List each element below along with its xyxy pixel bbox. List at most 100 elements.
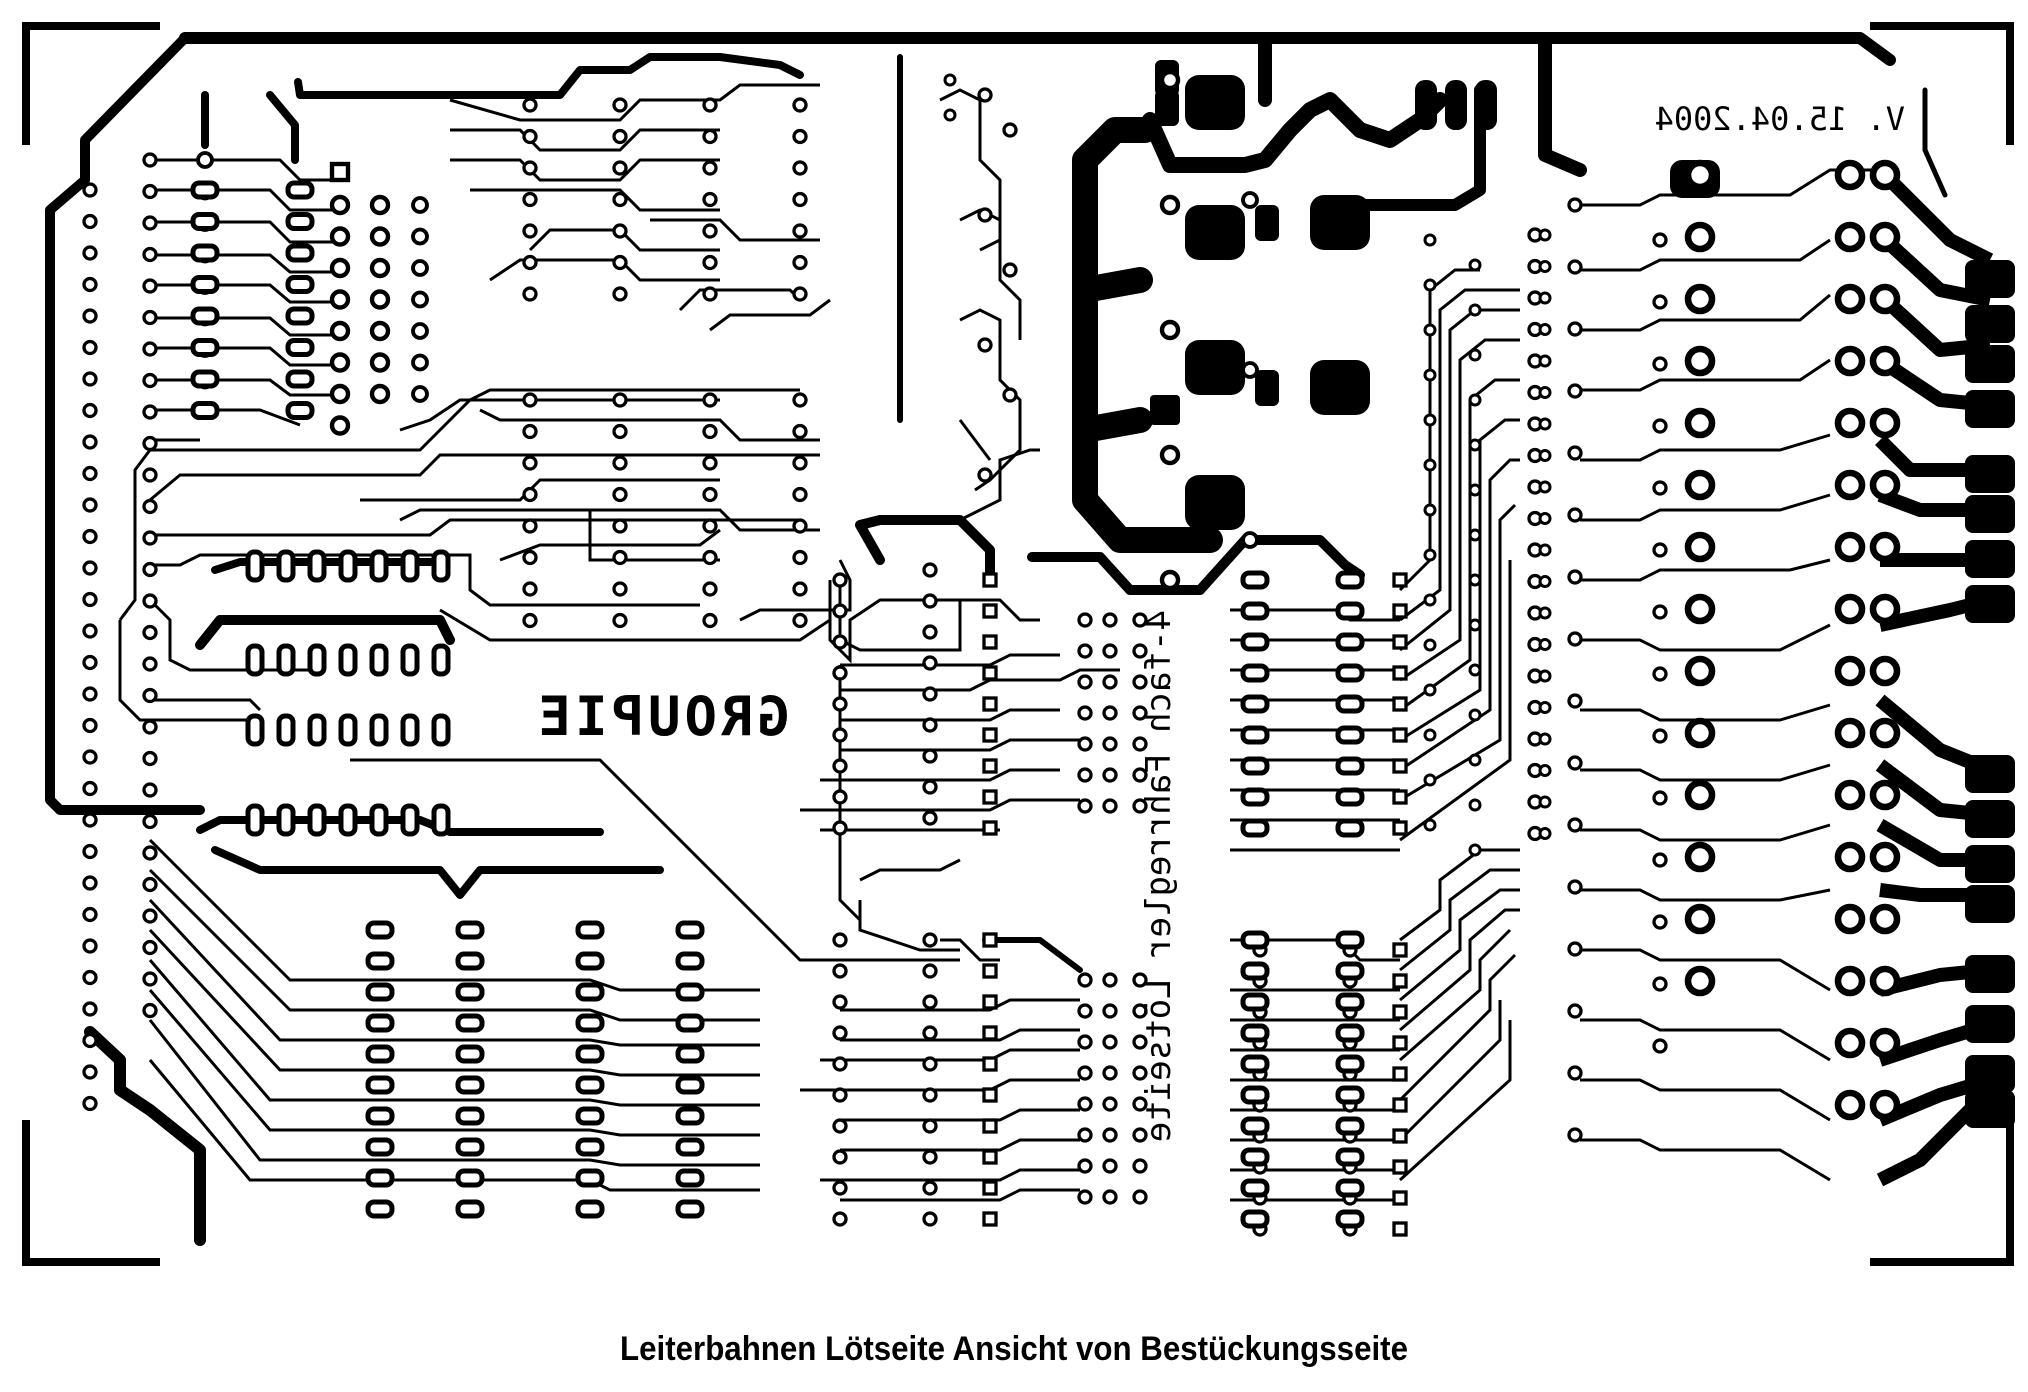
pad	[1869, 593, 1901, 625]
pad	[1652, 542, 1668, 558]
pad	[1869, 345, 1901, 377]
pad	[1132, 1189, 1148, 1205]
smd-pad	[1335, 601, 1365, 621]
pad	[82, 1064, 98, 1080]
smd-pad	[365, 982, 395, 1002]
pad	[1684, 593, 1716, 625]
smd-pad	[455, 1044, 485, 1064]
pad	[832, 1056, 848, 1072]
pad	[142, 278, 158, 294]
smd-pad	[1240, 756, 1270, 776]
smd-pad	[1240, 1178, 1270, 1198]
pad	[1684, 655, 1716, 687]
pad	[1834, 1027, 1866, 1059]
pad	[329, 415, 351, 436]
smd-pad	[675, 1168, 705, 1188]
pad	[1684, 221, 1716, 253]
pad	[1684, 965, 1716, 997]
ic-pad	[276, 713, 296, 747]
pad	[792, 392, 808, 408]
pad	[922, 1118, 938, 1134]
svg-text:GROUPIE: GROUPIE	[534, 685, 790, 748]
pad	[832, 696, 848, 712]
smd-pad	[1335, 756, 1365, 776]
board-title-label: 4-fach Fahrregler Lötseite	[1139, 610, 1179, 1142]
pad	[792, 128, 808, 145]
pad	[142, 404, 158, 420]
pad	[1002, 387, 1018, 403]
pad	[1538, 575, 1552, 588]
smd-pad	[1335, 1085, 1365, 1105]
pad	[142, 813, 158, 830]
pad	[1468, 483, 1482, 497]
pad	[1392, 727, 1408, 743]
ic-pad	[431, 803, 451, 837]
pad	[1392, 942, 1408, 958]
pad	[792, 486, 808, 503]
pad	[832, 1118, 848, 1134]
pad	[1102, 1189, 1118, 1205]
pad	[792, 97, 808, 113]
pad	[612, 160, 628, 176]
pad	[612, 191, 628, 208]
pad	[612, 581, 628, 597]
pad	[1423, 683, 1437, 697]
pad	[522, 286, 538, 302]
pad	[1392, 665, 1408, 681]
pad	[196, 151, 214, 169]
smd-pad	[1240, 1054, 1270, 1074]
pad	[1132, 1096, 1148, 1112]
pad	[329, 289, 351, 310]
pad	[1834, 779, 1866, 811]
pad	[1684, 469, 1716, 501]
pad	[1077, 767, 1093, 783]
ic-pad	[431, 549, 451, 583]
pad	[522, 518, 538, 534]
smd-pad	[1240, 601, 1270, 621]
pad	[612, 286, 628, 302]
pad	[1567, 383, 1583, 399]
pad	[1869, 469, 1901, 501]
smd-pad	[675, 982, 705, 1002]
pad	[1834, 345, 1866, 377]
pad	[1102, 767, 1118, 783]
version-label: V. 15.04.2004	[1655, 100, 1905, 138]
smd-pad	[1240, 1023, 1270, 1043]
pad	[142, 908, 158, 924]
pad	[522, 254, 538, 271]
pad	[1132, 1127, 1148, 1143]
pad	[1684, 717, 1716, 749]
pad	[792, 423, 808, 440]
pad	[522, 97, 538, 113]
pad	[702, 581, 718, 597]
smd-pad	[365, 1199, 395, 1219]
pad	[1652, 604, 1668, 620]
pad	[1132, 736, 1148, 752]
pad	[982, 963, 998, 979]
pad	[522, 160, 538, 176]
pad	[943, 73, 957, 87]
pad	[329, 383, 351, 405]
pad	[1869, 965, 1901, 997]
pad	[612, 223, 628, 239]
pad	[792, 254, 808, 271]
ic-pad	[369, 643, 389, 677]
pad	[142, 498, 158, 515]
smd-pad	[1240, 570, 1270, 590]
pad	[1241, 191, 1259, 209]
smd-pad	[575, 1199, 605, 1219]
smd-pad	[575, 1075, 605, 1095]
pad	[1869, 531, 1901, 563]
pad	[1538, 323, 1552, 336]
smd-pad	[1335, 961, 1365, 981]
pad	[832, 1149, 848, 1165]
pad	[1392, 1066, 1408, 1082]
pad	[1567, 941, 1583, 957]
pad	[1538, 701, 1552, 714]
pad	[522, 392, 538, 408]
pad	[1834, 965, 1866, 997]
pad	[922, 810, 938, 826]
smd-pad	[1240, 992, 1270, 1012]
pad	[1684, 159, 1716, 191]
pad	[522, 612, 538, 629]
